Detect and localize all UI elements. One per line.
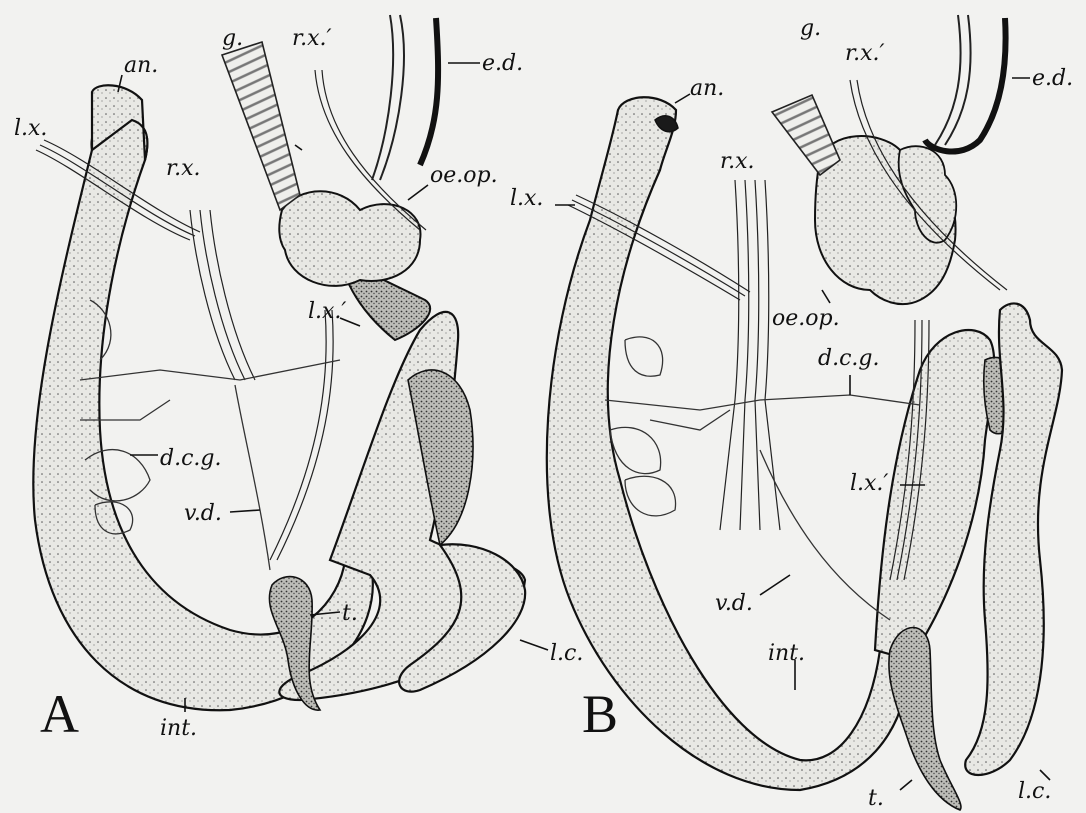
label-int-a: int.	[160, 716, 197, 741]
excretory-duct-a	[420, 18, 438, 165]
label-t-b: t.	[868, 786, 884, 811]
label-g-a: g.	[222, 26, 243, 51]
label-lx-b: l.x.	[510, 186, 543, 211]
stomach-body-b	[875, 330, 994, 660]
oesophageal-pouch-a	[279, 191, 420, 286]
excretory-duct-b	[925, 18, 1006, 152]
label-an-a: an.	[124, 53, 158, 78]
label-rx-a: r.x.	[166, 156, 201, 181]
label-lx-a: l.x.	[14, 116, 47, 141]
panel-letter-a: A	[40, 684, 79, 744]
label-oeop-b: oe.op.	[772, 306, 840, 331]
label-lxprime-a: l.x.′	[308, 299, 346, 324]
gill-b	[772, 95, 840, 175]
panel-a: an. l.x. r.x. g. r.x.′ e.d. oe.op. l.x.′…	[14, 15, 583, 744]
label-an-b: an.	[690, 76, 724, 101]
label-ed-a: e.d.	[482, 51, 523, 76]
panel-b: an. l.x. r.x. g. r.x.′ e.d. oe.op. d.c.g…	[510, 15, 1073, 811]
label-rxprime-a: r.x.′	[292, 26, 332, 51]
label-vd-a: v.d.	[184, 501, 222, 526]
label-rxprime-b: r.x.′	[845, 41, 885, 66]
label-oeop-a: oe.op.	[430, 163, 498, 188]
gill-a	[222, 42, 300, 210]
label-lc-a: l.c.	[550, 641, 583, 666]
label-dcg-a: d.c.g.	[160, 446, 221, 471]
panel-letter-b: B	[582, 684, 618, 744]
label-int-b: int.	[768, 641, 805, 666]
label-lc-b: l.c.	[1018, 779, 1051, 804]
label-vd-b: v.d.	[715, 591, 753, 616]
label-t-a: t.	[342, 601, 358, 626]
label-dcg-b: d.c.g.	[818, 346, 879, 371]
label-g-b: g.	[800, 16, 821, 41]
testis-b	[889, 628, 961, 811]
label-lxprime-b: l.x.′	[850, 471, 888, 496]
label-ed-b: e.d.	[1032, 66, 1073, 91]
label-rx-b: r.x.	[720, 149, 755, 174]
